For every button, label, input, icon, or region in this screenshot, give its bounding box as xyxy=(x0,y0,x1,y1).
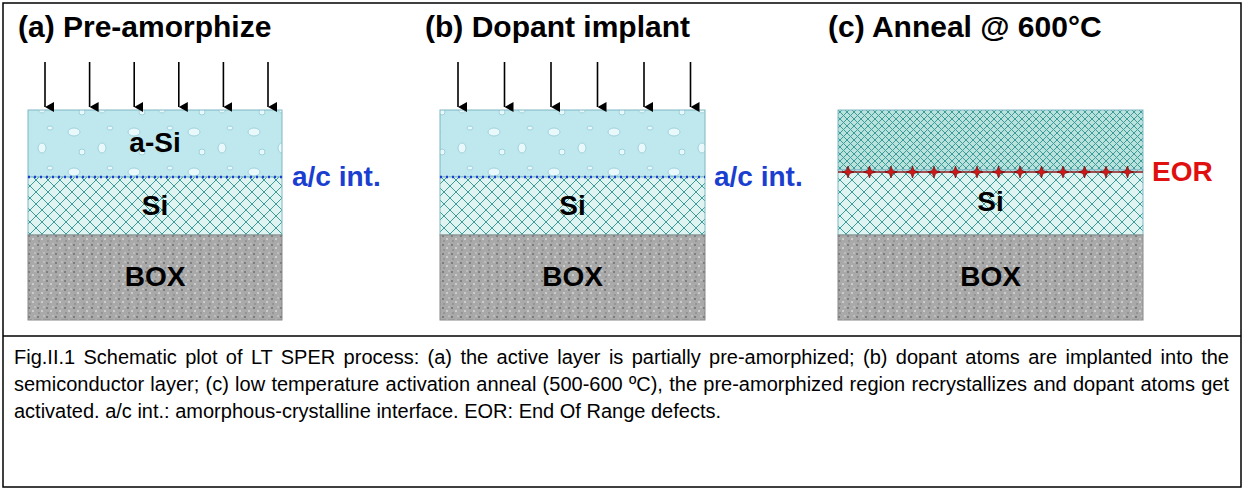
interface-label: a/c int. xyxy=(292,162,381,193)
box-layer xyxy=(28,235,282,320)
eor-defect xyxy=(907,166,919,178)
eor-defect xyxy=(864,166,876,178)
eor-defect xyxy=(842,166,854,178)
eor-defect xyxy=(1036,166,1048,178)
panel-title: (c) Anneal @ 600°C xyxy=(828,10,1102,43)
buried-oxide-layer: BOX xyxy=(838,235,1143,320)
interface-label: a/c int. xyxy=(714,162,803,193)
eor-defect xyxy=(1122,166,1134,178)
layer-label: Si xyxy=(142,191,168,222)
figure-caption: Fig.II.1 Schematic plot of LT SPER proce… xyxy=(14,344,1229,425)
implant-arrow xyxy=(267,62,269,107)
silicon-layer: Si xyxy=(28,177,282,235)
eor-defect xyxy=(1079,166,1091,178)
implant-arrows xyxy=(45,62,691,107)
eor-defect xyxy=(950,166,962,178)
panel-title: (b) Dopant implant xyxy=(425,10,690,43)
implant-arrow xyxy=(457,62,459,107)
a-si-layer xyxy=(440,110,705,177)
eor-defect xyxy=(1100,166,1112,178)
implant-arrow xyxy=(690,62,692,107)
panel-title: (a) Pre-amorphize xyxy=(18,10,271,43)
implant-arrow xyxy=(178,62,180,107)
implant-arrow xyxy=(223,62,225,107)
silicon-layer: Si xyxy=(440,177,705,235)
amorphous-layer: a-Si xyxy=(28,110,282,177)
silicon-layer: Si xyxy=(838,170,1143,235)
eor-defects xyxy=(838,166,1143,178)
si-layer xyxy=(28,177,282,235)
layer-label: BOX xyxy=(125,262,186,293)
buried-oxide-layer: BOX xyxy=(440,235,705,320)
buried-oxide-layer: BOX xyxy=(28,235,282,320)
implant-arrow xyxy=(550,62,552,107)
implant-arrow xyxy=(643,62,645,107)
si-layer xyxy=(440,177,705,235)
eor-defect xyxy=(1014,166,1026,178)
layer-label: BOX xyxy=(960,262,1021,293)
implant-arrow xyxy=(44,62,46,107)
layer-label: Si xyxy=(559,191,585,222)
implant-arrow xyxy=(597,62,599,107)
si-layer xyxy=(838,170,1143,235)
implant-arrow xyxy=(133,62,135,107)
figure-border xyxy=(3,3,1241,487)
implant-arrow xyxy=(504,62,506,107)
eor-defect xyxy=(993,166,1005,178)
a-si-layer xyxy=(28,110,282,177)
box-layer xyxy=(838,235,1143,320)
box-layer xyxy=(440,235,705,320)
layer-label: Si xyxy=(977,187,1003,218)
interface-line xyxy=(28,176,282,179)
eor-line xyxy=(838,171,1143,173)
implant-arrow xyxy=(89,62,91,107)
eor-defect xyxy=(971,166,983,178)
interface-line xyxy=(440,176,705,179)
eor-defect xyxy=(1057,166,1069,178)
eor-defect xyxy=(885,166,897,178)
layer-label: a-Si xyxy=(129,128,180,159)
eor-defect xyxy=(928,166,940,178)
caption-separator xyxy=(3,335,1241,337)
defect-label: EOR xyxy=(1152,157,1213,188)
layer-label: BOX xyxy=(542,262,603,293)
recrystallized-layer xyxy=(838,110,1143,170)
